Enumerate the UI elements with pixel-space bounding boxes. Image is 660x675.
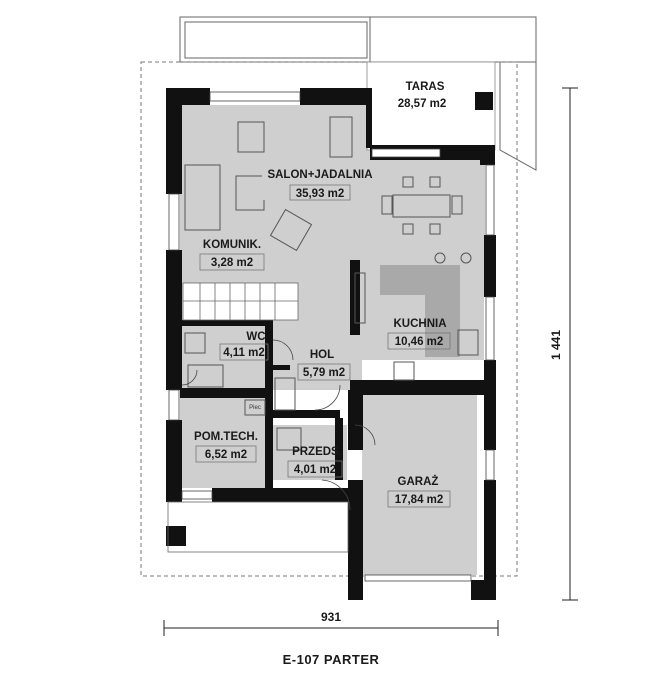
width-dimension <box>163 620 499 636</box>
room-name-hol: HOL <box>310 349 334 361</box>
room-area-kuchnia: 10,46 m2 <box>395 336 444 348</box>
height-dimension-label: 1 441 <box>549 330 563 360</box>
room-name-garaz: GARAŻ <box>398 475 439 488</box>
terrace-floor <box>366 61 496 151</box>
room-area-wc: 4,11 m2 <box>223 347 265 359</box>
room-name-salon: SALON+JADALNIA <box>267 169 372 181</box>
height-dimension <box>562 87 578 601</box>
room-labels: TARAS 28,57 m2 SALON+JADALNIA 35,93 m2 K… <box>194 81 451 508</box>
garage-door <box>364 574 472 582</box>
plan-title: E-107 PARTER <box>283 652 380 667</box>
windows <box>168 91 495 500</box>
room-name-pomtech: POM.TECH. <box>194 431 258 443</box>
room-name-przeds: PRZEDS. <box>292 446 342 458</box>
staircase <box>182 282 299 321</box>
room-area-przeds: 4,01 m2 <box>294 464 336 476</box>
room-name-komunik: KOMUNIK. <box>203 239 261 251</box>
doors <box>181 339 376 511</box>
kitchen-counter <box>425 295 460 357</box>
room-name-wc: WC <box>246 331 265 343</box>
room-area-salon: 35,93 m2 <box>296 188 345 200</box>
kitchen-island <box>380 265 460 295</box>
room-name-kuchnia: KUCHNIA <box>393 318 446 330</box>
room-area-komunik: 3,28 m2 <box>211 257 253 269</box>
room-area-taras: 28,57 m2 <box>398 98 447 110</box>
room-area-garaz: 17,84 m2 <box>395 494 444 506</box>
room-area-pomtech: 6,52 m2 <box>205 449 247 461</box>
room-name-taras: TARAS <box>406 81 445 93</box>
width-dimension-label: 931 <box>321 610 341 624</box>
boiler-label: Piec <box>249 405 261 411</box>
entrance-platform <box>167 501 349 553</box>
room-area-hol: 5,79 m2 <box>303 367 345 379</box>
roof-outline <box>140 61 518 577</box>
